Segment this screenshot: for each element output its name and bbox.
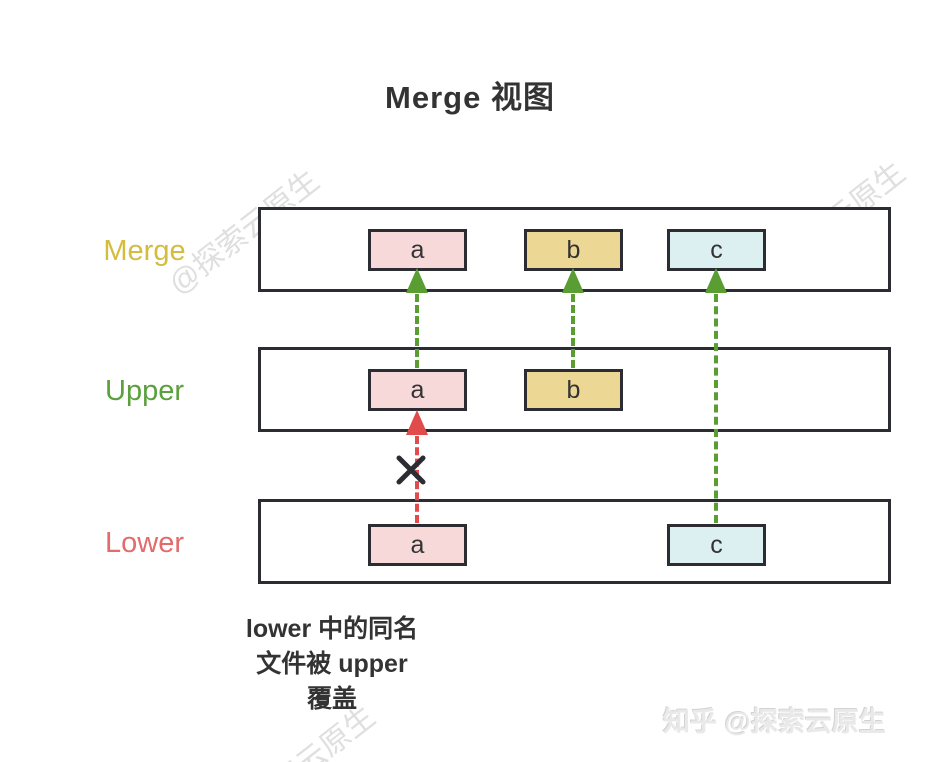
annotation-line-1: lower 中的同名: [245, 615, 419, 643]
layer-label-merge: Merge: [103, 235, 186, 267]
red-arrowhead-a-icon: [406, 410, 428, 435]
green-dashed-line-c: [714, 294, 718, 523]
green-arrowhead-c-icon: [705, 268, 727, 293]
file-box-merge-c: c: [667, 229, 766, 271]
green-arrowhead-b-icon: [562, 268, 584, 293]
file-box-merge-a: a: [368, 229, 467, 271]
overwrite-cross-icon: [396, 455, 426, 485]
layer-label-lower: Lower: [105, 527, 184, 559]
layer-container-lower: [258, 499, 891, 584]
annotation-line-2: 文件被 upper: [256, 650, 408, 678]
annotation-text: lower 中的同名 文件被 upper 覆盖: [182, 612, 482, 717]
file-box-merge-b: b: [524, 229, 623, 271]
green-arrowhead-a-icon: [406, 268, 428, 293]
green-dashed-line-a: [415, 294, 419, 368]
green-dashed-line-b: [571, 294, 575, 368]
file-box-lower-a: a: [368, 524, 467, 566]
watermark-footer: 知乎 @探索云原生: [663, 707, 886, 737]
file-box-upper-b: b: [524, 369, 623, 411]
file-box-upper-a: a: [368, 369, 467, 411]
annotation-line-3: 覆盖: [306, 685, 357, 713]
diagram-title: Merge 视图: [385, 80, 555, 115]
layer-label-upper: Upper: [105, 375, 184, 407]
file-box-lower-c: c: [667, 524, 766, 566]
